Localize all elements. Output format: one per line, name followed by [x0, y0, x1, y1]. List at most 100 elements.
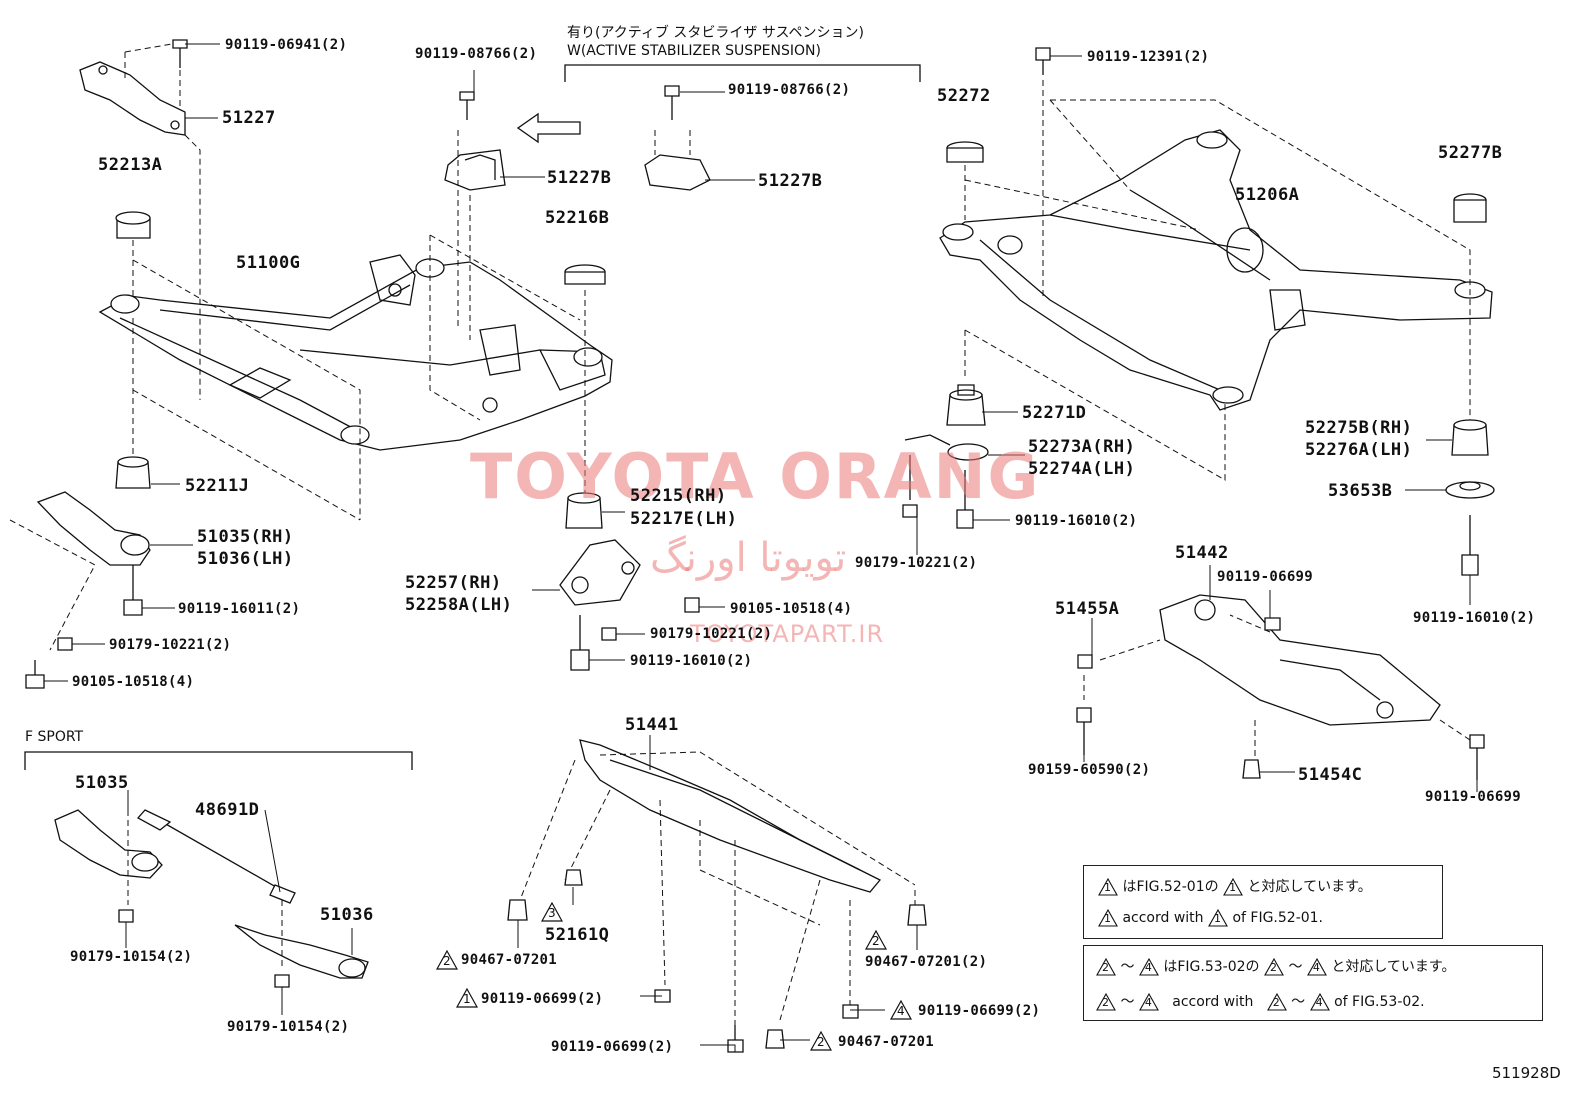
part-label: 90179-10221(2) [650, 626, 773, 642]
clip-51454c [1242, 759, 1261, 779]
fsport-arm-51036 [234, 924, 369, 979]
marker-4-icon: 4 [1306, 958, 1327, 976]
marker-2-icon: 2 [1264, 958, 1284, 976]
part-label: 52213A [98, 155, 163, 175]
cover-51442 [1159, 594, 1441, 726]
front-subframe-51100g [98, 254, 613, 451]
bolt-90159-60590 [1076, 707, 1092, 755]
fsport-arm-51035 [54, 809, 163, 879]
part-label: 90119-06699(2) [918, 1003, 1041, 1019]
marker-1-icon: 1 [1223, 878, 1244, 896]
marker-3-52161q: 3 [540, 901, 564, 922]
legend-row-jp: 2 ～ 4 はFIG.53-02の 2 ～ 4 と対応しています。 [1096, 956, 1456, 976]
part-label: 52257(RH) [405, 573, 502, 593]
clip-90467-07201-a [507, 899, 528, 921]
rear-subframe-51206a [939, 129, 1493, 411]
bolt-90119-16010-c [1461, 515, 1479, 576]
legend-box-fig-52-01: 1 はFIG.52-01の 1 と対応しています。 1 accord with … [1083, 865, 1443, 939]
part-label: 52274A(LH) [1028, 459, 1136, 479]
part-label: 90119-16011(2) [178, 601, 301, 617]
part-label: 51206A [1235, 185, 1300, 205]
part-label: 90119-06941(2) [225, 37, 348, 53]
part-label: 90119-12391(2) [1087, 49, 1210, 65]
part-label: 90179-10154(2) [227, 1019, 350, 1035]
bushing-52271d [946, 384, 986, 426]
part-label: 90119-16010(2) [630, 653, 753, 669]
part-label: 52276A(LH) [1305, 440, 1413, 460]
nut-90179-10221-c [902, 455, 918, 518]
marker-2-90467-b: 2 [864, 929, 888, 950]
bolt-90105-10518-b [684, 597, 700, 613]
clip-90467-07201-b [907, 904, 927, 926]
marker-4-90119-e: 4 [889, 999, 913, 1020]
part-label: 48691D [195, 800, 260, 820]
part-label: 52216B [545, 208, 610, 228]
watermark-url: TOYOTAPART.IR [690, 620, 885, 648]
part-label: 52211J [185, 476, 250, 496]
direction-arrow [516, 112, 581, 144]
bolt-90119-16011 [123, 565, 143, 616]
part-label: 90119-06699 [1425, 789, 1522, 805]
stopper-52273a [904, 434, 989, 461]
marker-4-icon: 4 [1138, 958, 1159, 976]
part-label: 90119-08766(2) [415, 46, 538, 62]
marker-2-icon: 2 [1266, 993, 1287, 1011]
bushing-52215 [565, 492, 603, 529]
part-label: 51227B [547, 168, 612, 188]
part-label: 52161Q [545, 925, 610, 945]
fsport-nut-b [274, 974, 290, 988]
arm-51035 [36, 491, 151, 566]
figure-id: 511928D [1492, 1064, 1561, 1082]
part-label: 51442 [1175, 543, 1229, 563]
mount-51227b-right [644, 85, 711, 191]
legend-row-en: 2 ～ 4 accord with 2 ～ 4 of FIG.53-02. [1096, 991, 1425, 1011]
part-label: 90119-16010(2) [1015, 513, 1138, 529]
part-label: 51035(RH) [197, 527, 294, 547]
cover-51441 [579, 739, 882, 893]
legend-box-fig-53-02: 2 ～ 4 はFIG.53-02の 2 ～ 4 と対応しています。 2 ～ 4 … [1083, 945, 1543, 1021]
marker-1-icon: 1 [1208, 909, 1228, 927]
legend-row-en: 1 accord with 1 of FIG.52-01. [1098, 909, 1323, 927]
part-label: 51036(LH) [197, 549, 294, 569]
bracket-51227 [79, 61, 186, 136]
part-label: 90159-60590(2) [1028, 762, 1151, 778]
bushing-52211j [115, 456, 151, 489]
part-label: 52271D [1022, 403, 1087, 423]
clip-51455a [1077, 654, 1093, 669]
part-label: 53653B [1328, 481, 1393, 501]
part-label: 51036 [320, 905, 374, 925]
part-label: 52275B(RH) [1305, 418, 1413, 438]
part-label: 52215(RH) [630, 486, 727, 506]
part-label: 51035 [75, 773, 129, 793]
bushing-52216b [564, 264, 606, 285]
stopper-53653b [1445, 481, 1495, 499]
part-label: 90119-08766(2) [728, 82, 851, 98]
part-label: 90179-10221(2) [855, 555, 978, 571]
fsport-rod-48691d [136, 809, 296, 904]
part-label: 52272 [937, 86, 991, 106]
watermark-main: TOYOTA ORANG [470, 440, 1041, 513]
part-label: 90467-07201 [461, 952, 558, 968]
variant-label-jp: 有り(アクティブ スタビライザ サスペンション) [567, 25, 865, 41]
part-label: 51454C [1298, 765, 1363, 785]
part-label: 90467-07201 [838, 1034, 935, 1050]
bushing-52277b [1453, 193, 1487, 223]
variant-label-en: W(ACTIVE STABILIZER SUSPENSION) [567, 43, 821, 59]
bolt-90119-06699-b [1469, 734, 1485, 780]
bushing-52275b [1451, 419, 1489, 456]
bolt-90119-12391 [1035, 47, 1051, 75]
part-label: 90179-10221(2) [109, 637, 232, 653]
marker-4-icon: 4 [1309, 993, 1330, 1011]
watermark-persian: تویوتا اورنگ [650, 535, 847, 581]
bolt-90119-16010-a [570, 615, 590, 671]
part-label: 90105-10518(4) [72, 674, 195, 690]
part-label: 51100G [236, 253, 301, 273]
marker-2-icon: 2 [1096, 993, 1116, 1011]
nut-90179-10221-a [57, 637, 73, 651]
bushing-52272 [946, 141, 984, 163]
fsport-title: F SPORT [25, 729, 84, 745]
part-label: 90119-06699(2) [551, 1039, 674, 1055]
bracket-52257 [559, 539, 641, 606]
bolt-90119-06699-c [654, 989, 671, 1003]
